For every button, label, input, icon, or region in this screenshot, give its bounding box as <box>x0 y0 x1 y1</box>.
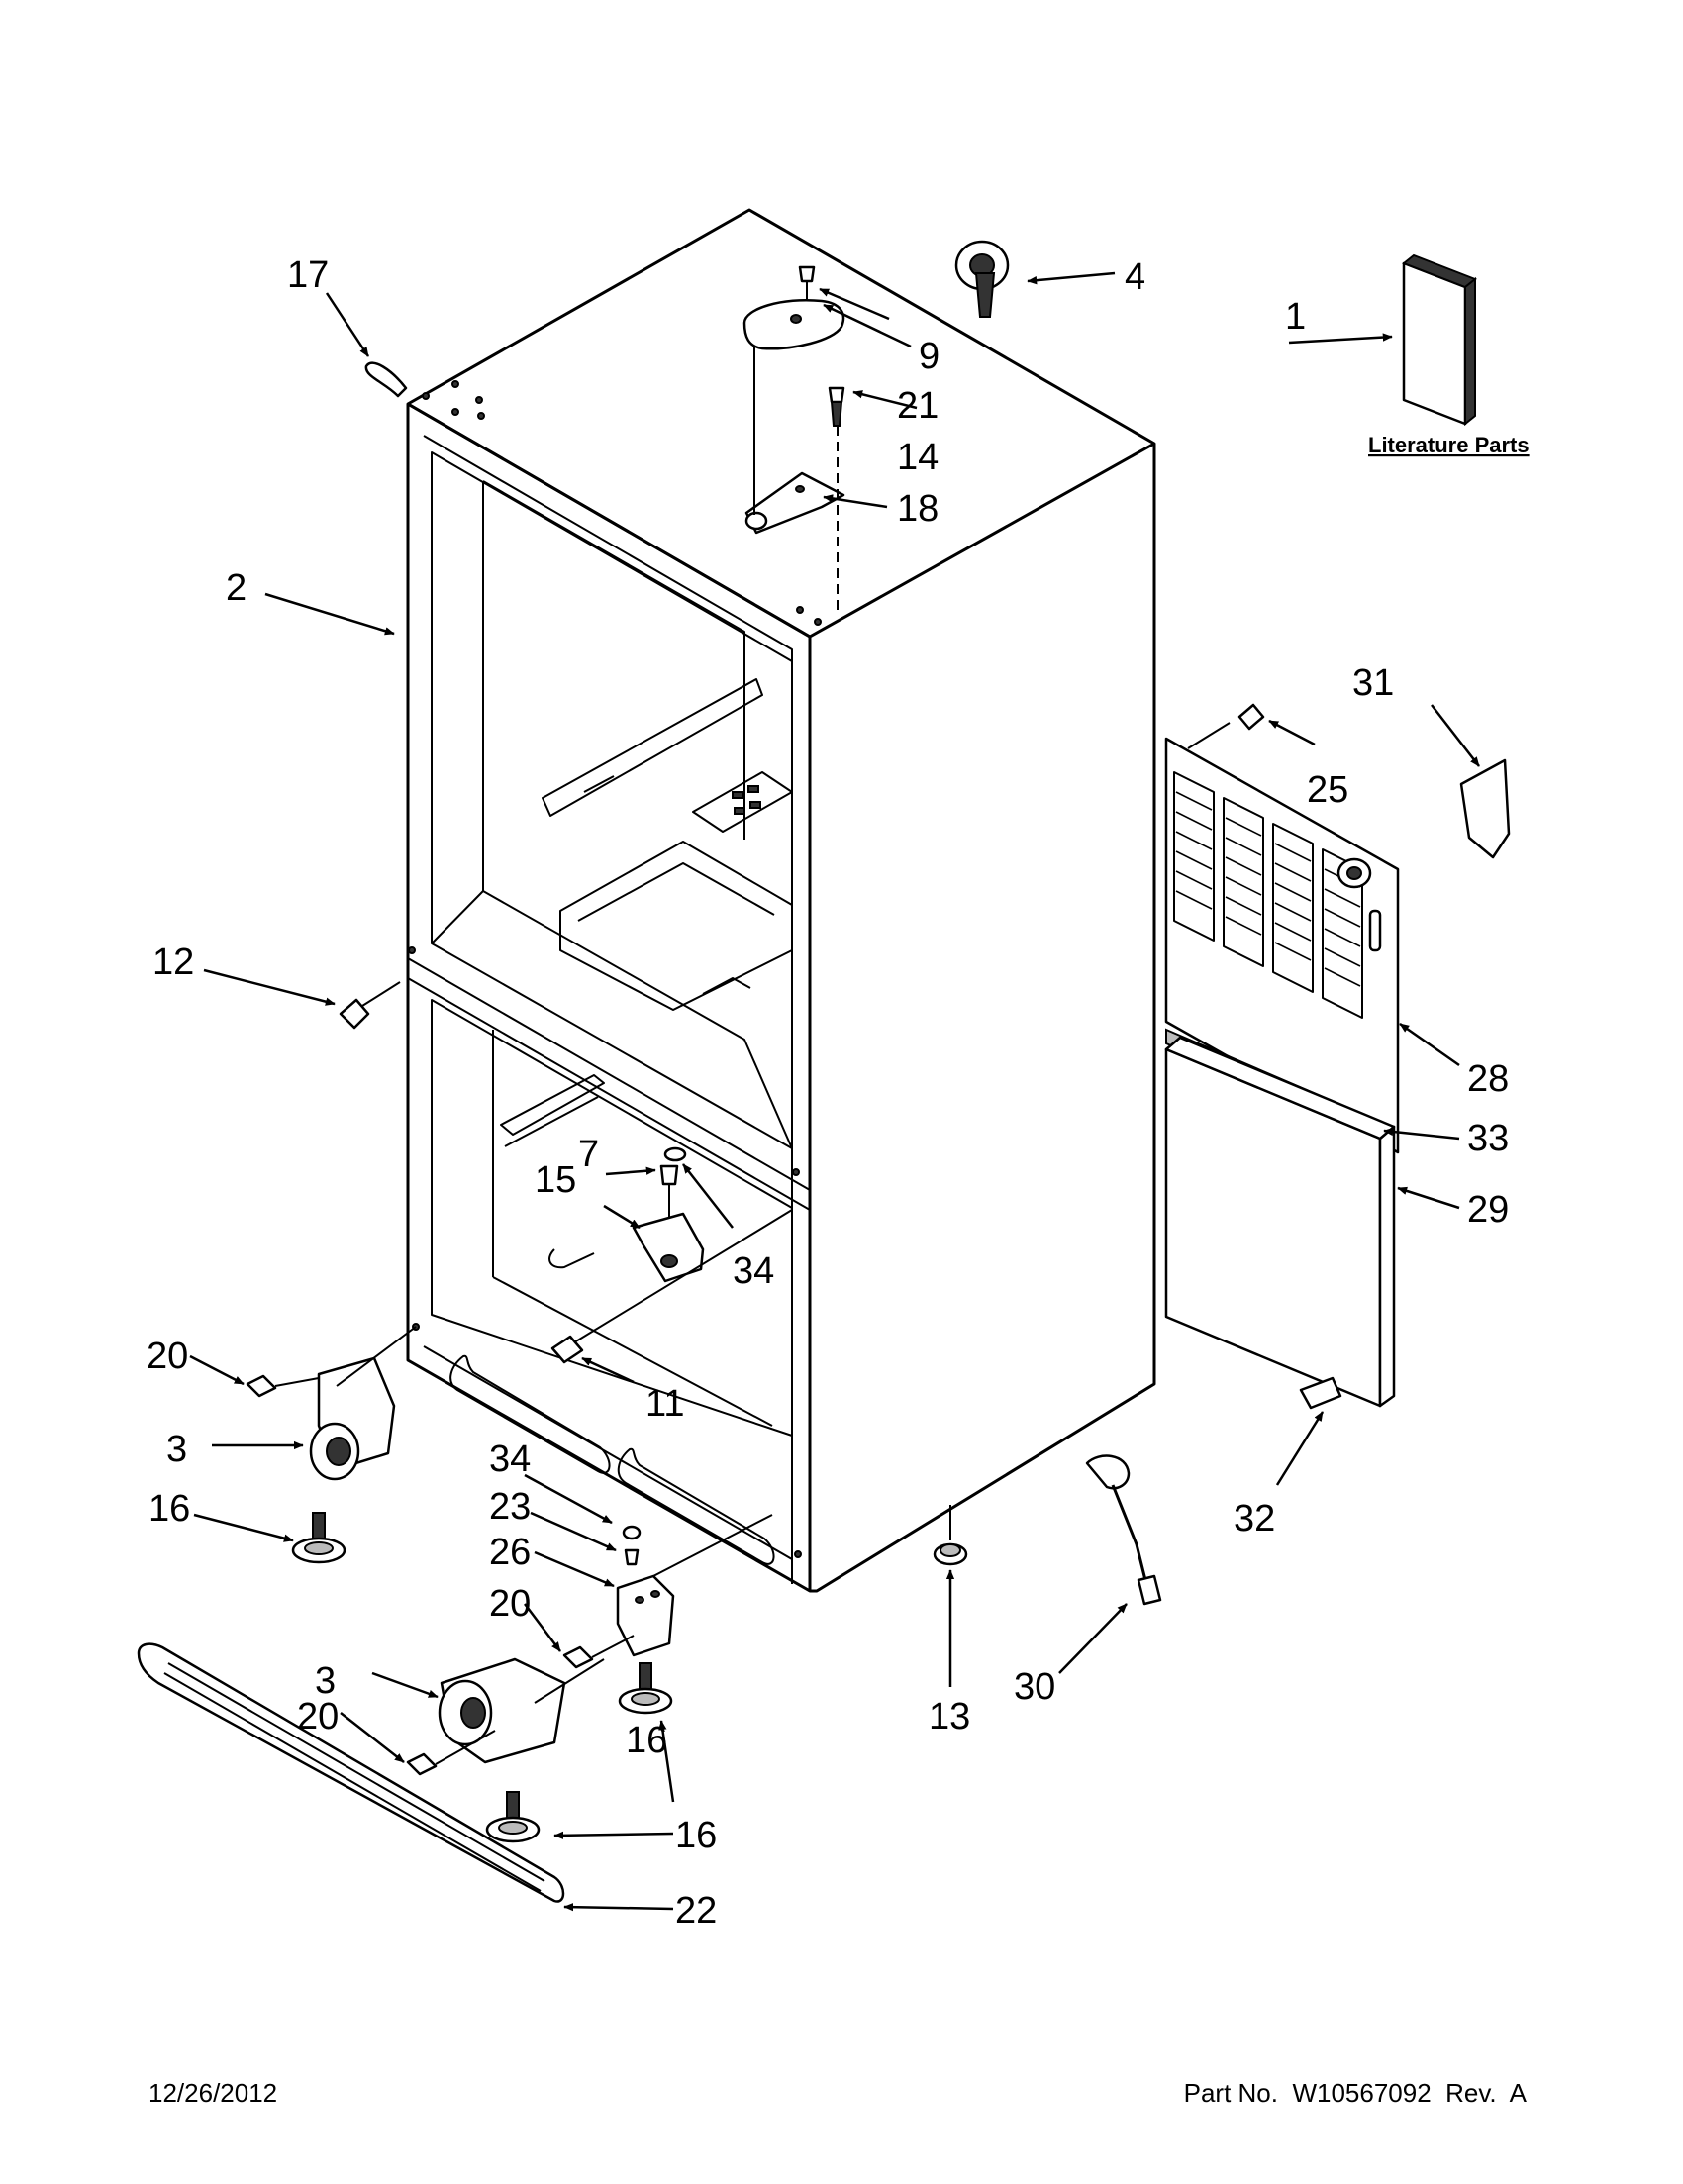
leader-lines <box>189 271 1480 1912</box>
callout-1: 1 <box>1285 296 1306 338</box>
callout-34-bracket: 34 <box>489 1439 531 1480</box>
clip-32 <box>1299 1376 1342 1410</box>
front-roller-assembly <box>406 1657 605 1843</box>
machine-compartment-grille <box>1164 703 1400 1154</box>
freezer-hinge-parts <box>550 1146 793 1364</box>
power-cord <box>1085 1454 1162 1606</box>
footer-date: 12/26/2012 <box>148 2078 277 2108</box>
toe-grille <box>137 1642 565 1903</box>
top-hinge-cover <box>954 240 1010 318</box>
callout-15: 15 <box>535 1159 576 1201</box>
callout-20-rear: 20 <box>147 1336 188 1377</box>
foot-13 <box>933 1505 968 1566</box>
callout-9: 9 <box>919 336 940 377</box>
callout-3-rear: 3 <box>166 1429 187 1470</box>
callout-13: 13 <box>929 1696 970 1737</box>
callout-12: 12 <box>152 942 194 983</box>
callout-18: 18 <box>897 488 939 530</box>
callout-30: 30 <box>1014 1666 1055 1708</box>
screw-12 <box>339 981 401 1030</box>
leveling-bracket <box>562 1514 773 1715</box>
callout-16-rear: 16 <box>148 1488 190 1530</box>
literature-label: Literature Parts <box>1368 433 1530 457</box>
callout-23: 23 <box>489 1486 531 1528</box>
callout-3-front: 3 <box>315 1660 336 1702</box>
callout-26: 26 <box>489 1532 531 1573</box>
callout-labels: 1 2 3 3 4 7 9 11 12 13 14 15 16 16 16 17… <box>147 254 1509 1932</box>
callout-29: 29 <box>1467 1189 1509 1231</box>
footer-part-number: Part No. W10567092 Rev. A <box>1184 2078 1528 2108</box>
callout-28: 28 <box>1467 1058 1509 1100</box>
cabinet <box>406 208 1156 1593</box>
callout-21: 21 <box>897 385 939 427</box>
callout-11: 11 <box>645 1383 684 1425</box>
callout-7: 7 <box>578 1134 599 1175</box>
callout-20-front: 20 <box>297 1696 339 1737</box>
callout-4: 4 <box>1125 256 1145 298</box>
rear-roller-assembly <box>246 1326 417 1564</box>
callout-33: 33 <box>1467 1118 1509 1159</box>
callout-20-bracket: 20 <box>489 1583 531 1625</box>
callout-34-freezer: 34 <box>733 1250 774 1292</box>
literature-book <box>1402 253 1477 427</box>
hinge-parts-top <box>742 265 845 614</box>
callout-14: 14 <box>897 437 939 478</box>
callout-16-bracket: 16 <box>626 1720 667 1761</box>
trim-piece <box>1459 758 1511 859</box>
bottom-panel <box>1164 1036 1396 1408</box>
seal-strip <box>364 361 408 398</box>
callout-25: 25 <box>1307 769 1348 811</box>
callout-2: 2 <box>226 567 247 609</box>
callout-32: 32 <box>1234 1498 1275 1539</box>
callout-22: 22 <box>675 1890 717 1932</box>
callout-16-front: 16 <box>675 1815 717 1856</box>
callout-17: 17 <box>287 254 329 296</box>
callout-31: 31 <box>1352 662 1394 704</box>
